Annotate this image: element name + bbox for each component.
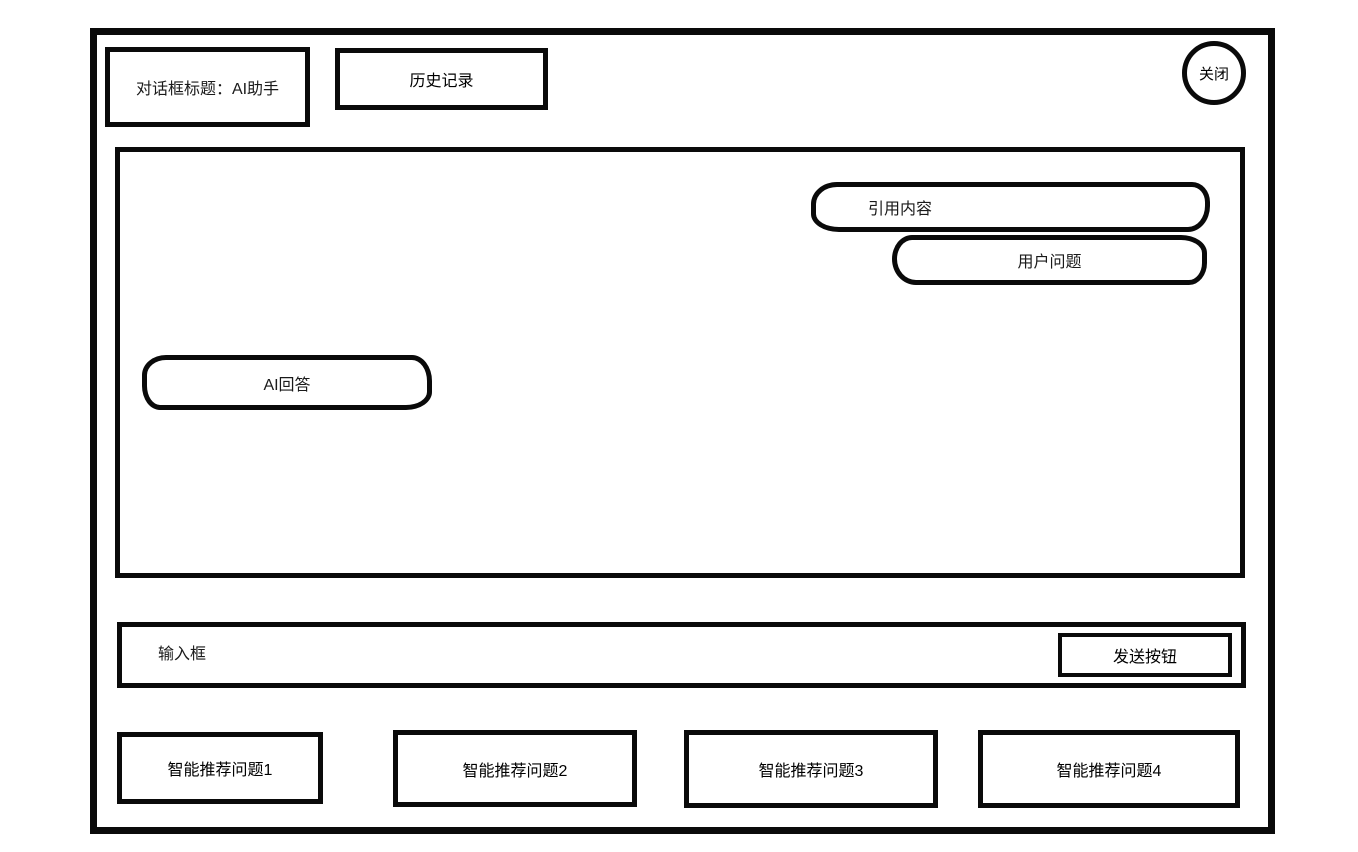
chat-area: 引用内容 用户问题 AI回答 bbox=[115, 147, 1245, 578]
ai-answer-label: AI回答 bbox=[263, 376, 311, 394]
ai-assistant-dialog: 对话框标题：AI助手 历史记录 关闭 引用内容 用户问题 AI回答 发送按钮 bbox=[90, 28, 1275, 834]
user-question-label: 用户问题 bbox=[1017, 254, 1082, 271]
close-button-label: 关闭 bbox=[1198, 65, 1229, 83]
dialog-title: 对话框标题：AI助手 bbox=[105, 47, 310, 127]
message-input-bar: 发送按钮 bbox=[117, 622, 1246, 688]
suggested-question-1[interactable]: 智能推荐问题1 bbox=[117, 732, 323, 804]
history-button-label: 历史记录 bbox=[409, 73, 474, 90]
dialog-title-label: 对话框标题：AI助手 bbox=[135, 81, 280, 98]
message-input[interactable] bbox=[122, 627, 1058, 683]
close-button[interactable]: 关闭 bbox=[1182, 41, 1246, 105]
ai-answer-bubble[interactable]: AI回答 bbox=[142, 355, 432, 410]
suggested-question-2-label: 智能推荐问题2 bbox=[462, 762, 568, 780]
quoted-content-label: 引用内容 bbox=[868, 201, 933, 218]
history-button[interactable]: 历史记录 bbox=[335, 48, 548, 110]
send-button-label: 发送按钮 bbox=[1112, 649, 1177, 666]
suggested-question-4[interactable]: 智能推荐问题4 bbox=[978, 730, 1240, 808]
suggested-question-3[interactable]: 智能推荐问题3 bbox=[684, 730, 938, 808]
suggested-question-4-label: 智能推荐问题4 bbox=[1056, 763, 1162, 780]
user-question-bubble[interactable]: 用户问题 bbox=[892, 235, 1207, 285]
suggested-question-2[interactable]: 智能推荐问题2 bbox=[393, 730, 637, 807]
send-button[interactable]: 发送按钮 bbox=[1058, 633, 1232, 677]
suggested-question-3-label: 智能推荐问题3 bbox=[758, 763, 864, 780]
suggested-question-1-label: 智能推荐问题1 bbox=[167, 762, 273, 779]
quoted-content-bubble[interactable]: 引用内容 bbox=[811, 182, 1210, 232]
